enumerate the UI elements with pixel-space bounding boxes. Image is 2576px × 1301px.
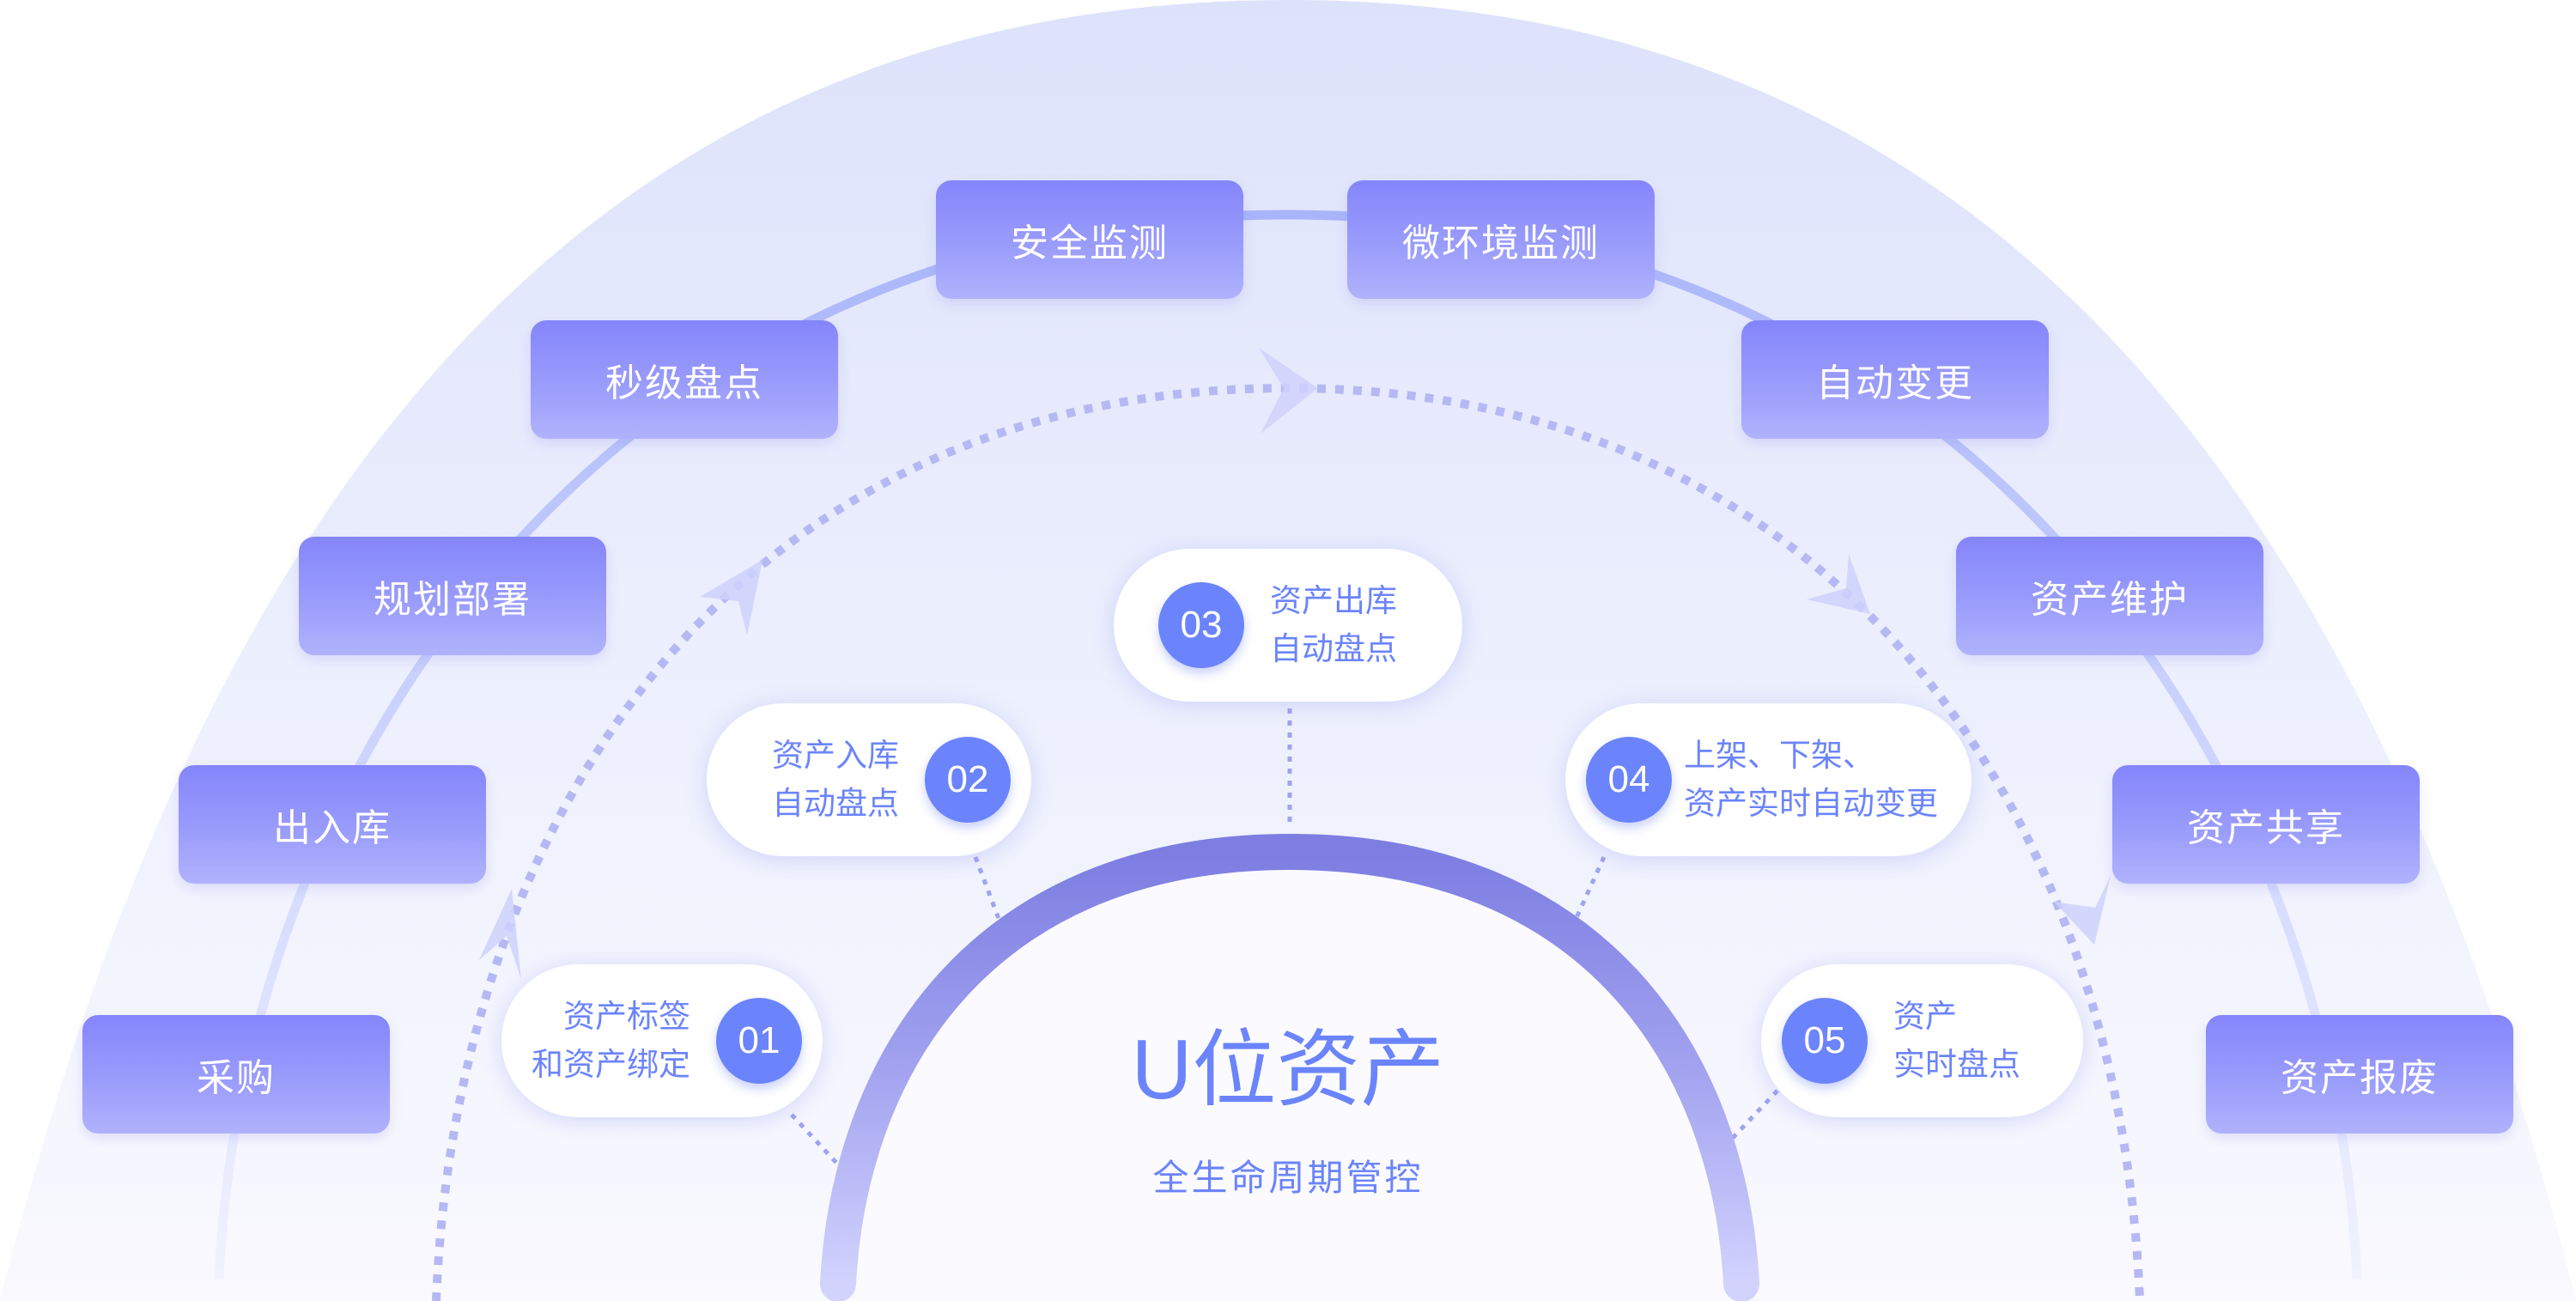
step-line: 上架、下架、: [1684, 737, 1874, 774]
step-line: 自动盘点: [1270, 630, 1397, 667]
stage-box-in-out-warehouse[interactable]: 出入库: [179, 765, 486, 884]
stage-label: 资产报废: [2281, 1056, 2439, 1100]
stage-box-procurement[interactable]: 采购: [82, 1015, 390, 1134]
arrow-icon: [700, 560, 762, 635]
step-line: 和资产绑定: [532, 1046, 690, 1083]
stage-label: 秒级盘点: [605, 362, 763, 405]
step-line: 资产入库: [772, 737, 899, 774]
step-text: 资产标签 和资产绑定: [532, 993, 690, 1089]
leader-lines: [790, 708, 1779, 1165]
step-text: 资产 实时盘点: [1893, 993, 2020, 1089]
stage-box-micro-environment-monitoring[interactable]: 微环境监测: [1347, 180, 1655, 299]
stage-label: 采购: [197, 1056, 276, 1100]
step-number-badge: 03: [1158, 582, 1244, 668]
stage-box-auto-change[interactable]: 自动变更: [1741, 320, 2049, 439]
stage-label: 自动变更: [1816, 362, 1974, 405]
stage-label: 出入库: [273, 806, 392, 850]
arrow-icon: [479, 889, 521, 979]
step-line: 资产: [1893, 998, 1957, 1035]
step-pill-05[interactable]: 05 资产 实时盘点: [1761, 964, 2083, 1117]
step-line: 资产实时自动变更: [1684, 785, 1938, 822]
stage-label: 规划部署: [374, 578, 532, 622]
leader-line-04: [1571, 855, 1607, 925]
stage-label: 资产共享: [2187, 806, 2345, 850]
step-text: 资产入库 自动盘点: [772, 732, 899, 828]
step-text: 资产出库 自动盘点: [1270, 577, 1397, 673]
step-number-badge: 04: [1586, 737, 1672, 823]
stage-box-second-level-inventory[interactable]: 秒级盘点: [531, 320, 838, 439]
arrow-icon: [1807, 554, 1870, 614]
step-number-badge: 02: [925, 737, 1011, 823]
stage-box-asset-scrapping[interactable]: 资产报废: [2206, 1015, 2513, 1134]
step-number-badge: 01: [716, 998, 802, 1084]
step-line: 实时盘点: [1893, 1046, 2020, 1083]
step-text: 上架、下架、 资产实时自动变更: [1684, 732, 1938, 828]
stage-label: 安全监测: [1011, 222, 1169, 265]
stage-label: 微环境监测: [1402, 222, 1600, 265]
stage-label: 资产维护: [2031, 578, 2189, 622]
step-line: 资产标签: [563, 998, 690, 1035]
stage-box-asset-maintenance[interactable]: 资产维护: [1956, 537, 2263, 655]
arrow-icon: [2054, 876, 2111, 945]
center-subtitle: 全生命周期管控: [1152, 1157, 1424, 1199]
step-line: 资产出库: [1270, 582, 1397, 619]
step-number-badge: 05: [1782, 998, 1868, 1084]
stage-box-asset-sharing[interactable]: 资产共享: [2112, 765, 2420, 884]
step-pill-02[interactable]: 资产入库 自动盘点 02: [707, 703, 1031, 856]
stage-box-security-monitoring[interactable]: 安全监测: [936, 180, 1243, 299]
step-pill-04[interactable]: 04 上架、下架、 资产实时自动变更: [1565, 703, 1971, 856]
stage-box-planning-deployment[interactable]: 规划部署: [299, 537, 606, 655]
step-pill-03[interactable]: 03 资产出库 自动盘点: [1114, 549, 1462, 702]
center-inner-fill: [838, 854, 1741, 1301]
step-pill-01[interactable]: 资产标签 和资产绑定 01: [501, 964, 823, 1117]
center-title: U位资产: [1131, 1022, 1445, 1116]
arrow-icon: [1259, 348, 1318, 434]
center-arc: [820, 833, 1759, 1301]
step-line: 自动盘点: [772, 785, 899, 822]
